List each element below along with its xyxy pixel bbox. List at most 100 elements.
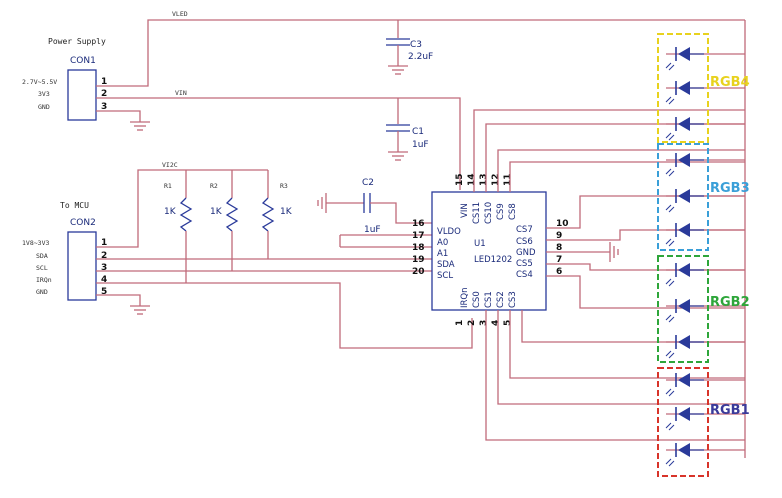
c3-ref: C3 <box>410 40 422 50</box>
led-diode-icon <box>665 263 704 287</box>
svg-text:19: 19 <box>412 255 425 265</box>
led-diode-icon <box>665 153 704 177</box>
svg-text:CS5: CS5 <box>516 259 533 269</box>
c3-value: 2.2uF <box>408 52 433 62</box>
led-diode-icon <box>665 443 704 467</box>
con2-pin1-label: 1V8~3V3 <box>22 239 49 247</box>
led-diode-icon <box>665 47 704 71</box>
chip-name: LED1202 <box>474 255 512 265</box>
chip-top-pins: 15 VIN 14 CS11 13 CS10 12 CS9 11 CS8 <box>455 173 518 224</box>
svg-text:5: 5 <box>503 320 513 326</box>
rgb4-group-box <box>657 33 709 143</box>
led-diode-icon <box>665 407 704 431</box>
led-diode-icon <box>665 189 704 213</box>
resistor-r3 <box>261 170 275 259</box>
svg-text:VIN: VIN <box>460 203 470 218</box>
resistor-r1 <box>179 170 193 283</box>
svg-text:IRQn: IRQn <box>460 288 470 309</box>
rgb1-label: RGB1 <box>710 403 750 418</box>
ground-symbol <box>317 193 327 213</box>
r3-ref: R3 <box>280 182 288 190</box>
svg-text:CS7: CS7 <box>516 225 533 235</box>
svg-text:6: 6 <box>556 267 562 277</box>
con1-ref: CON1 <box>70 56 96 66</box>
svg-text:GND: GND <box>516 248 536 258</box>
svg-text:SCL: SCL <box>437 271 453 281</box>
vled-net-wire <box>96 19 745 87</box>
con2-body <box>67 231 97 301</box>
svg-text:12: 12 <box>491 173 501 186</box>
con1-pin3-label: GND <box>38 103 50 111</box>
ground-symbol <box>388 65 408 75</box>
led-diode-icon <box>665 81 704 105</box>
vi2c-net-wire <box>96 169 268 248</box>
svg-text:14: 14 <box>467 173 477 186</box>
vled-net-label: VLED <box>172 10 188 18</box>
svg-text:3: 3 <box>479 320 489 326</box>
svg-text:CS8: CS8 <box>508 203 518 220</box>
con2-gnd-wire <box>96 294 141 306</box>
con2-pin4-label: IRQn <box>36 276 52 284</box>
led-diode-icon <box>665 299 704 323</box>
con2-pin2-label: SDA <box>36 252 48 260</box>
svg-text:16: 16 <box>412 219 425 229</box>
ground-symbol <box>130 121 150 131</box>
rgb3-group-box <box>657 143 709 251</box>
con1-body <box>67 69 97 121</box>
svg-text:11: 11 <box>503 173 513 186</box>
svg-text:A1: A1 <box>437 249 448 259</box>
con2-pin3: 3 <box>101 263 107 273</box>
con2-ref: CON2 <box>70 218 96 228</box>
r3-value: 1K <box>280 207 293 217</box>
svg-text:10: 10 <box>556 219 569 229</box>
svg-text:CS11: CS11 <box>472 202 482 224</box>
led-diode-icon <box>665 223 704 247</box>
svg-text:A0: A0 <box>437 238 448 248</box>
svg-text:SDA: SDA <box>437 260 455 270</box>
svg-text:7: 7 <box>556 255 562 265</box>
con1-pin2-label: 3V3 <box>38 90 50 98</box>
chip-left-pins: 16 VLDO 17 A0 18 A1 19 SDA 20 SCL <box>412 219 461 281</box>
svg-text:CS3: CS3 <box>508 291 518 308</box>
chip-ref: U1 <box>474 239 486 249</box>
chip-bottom-pins: IRQn 1 CS0 2 CS1 3 CS2 4 CS3 5 <box>455 288 518 327</box>
rgb4-label: RGB4 <box>710 75 750 90</box>
con1-pin3: 3 <box>101 102 107 112</box>
led-array <box>665 47 704 467</box>
svg-text:13: 13 <box>479 173 489 186</box>
svg-text:CS2: CS2 <box>496 291 506 308</box>
vi2c-net-label: VI2C <box>162 161 178 169</box>
c2-value: 1uF <box>364 225 381 235</box>
con1-pin1: 1 <box>101 77 107 87</box>
power-supply-title: Power Supply <box>48 37 106 46</box>
svg-text:CS6: CS6 <box>516 237 533 247</box>
svg-text:15: 15 <box>455 173 465 186</box>
svg-text:20: 20 <box>412 267 425 277</box>
svg-text:18: 18 <box>412 243 425 253</box>
chip-right-pins: CS7 10 CS6 9 GND 8 CS5 7 CS4 6 <box>516 219 569 280</box>
led-diode-icon <box>665 373 704 397</box>
c1-ref: C1 <box>412 127 424 137</box>
con1-pin1-label: 2.7V~5.5V <box>22 78 57 86</box>
vin-net-wire <box>96 97 461 190</box>
svg-text:CS9: CS9 <box>496 203 506 220</box>
con1-gnd-wire <box>96 110 141 122</box>
svg-text:CS0: CS0 <box>472 291 482 308</box>
r2-ref: R2 <box>210 182 218 190</box>
led-diode-icon <box>665 335 704 359</box>
chip-u1-body <box>431 191 547 311</box>
ground-symbol <box>388 151 408 161</box>
con2-pin3-label: SCL <box>36 264 48 272</box>
r1-ref: R1 <box>164 182 172 190</box>
con1-pin2: 2 <box>101 89 107 99</box>
con2-pin2: 2 <box>101 251 107 261</box>
r2-value: 1K <box>210 207 223 217</box>
rgb2-group-box <box>657 255 709 363</box>
irqn-wire <box>96 282 473 349</box>
c2-ref: C2 <box>362 178 374 188</box>
svg-text:CS10: CS10 <box>484 202 494 224</box>
svg-text:VLDO: VLDO <box>437 227 461 237</box>
svg-text:1: 1 <box>455 320 465 326</box>
led-diode-icon <box>665 117 704 141</box>
ground-symbol <box>130 305 150 315</box>
